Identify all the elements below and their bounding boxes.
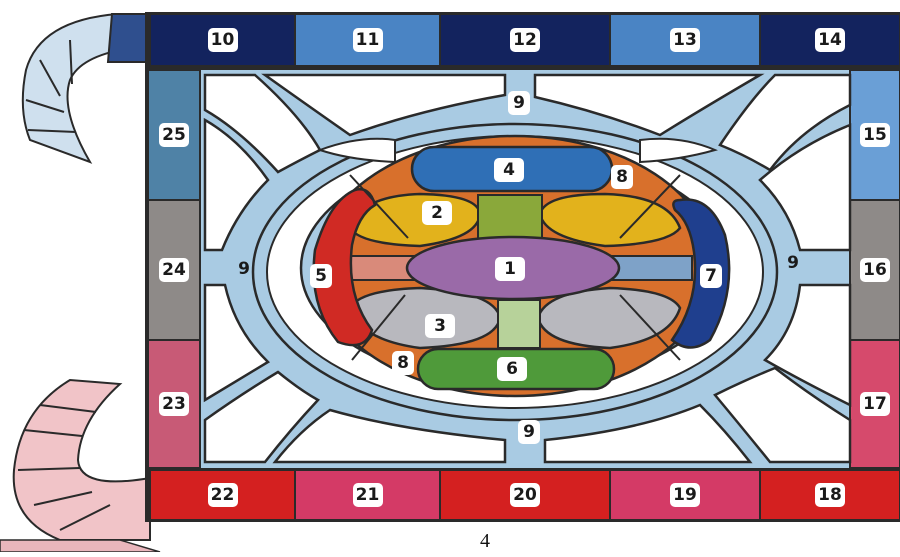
border-cell-label-25: 25 — [159, 123, 189, 147]
border-cell-label-18: 18 — [815, 483, 845, 507]
region-1-label: 1 — [495, 257, 525, 281]
border-cell-label-12: 12 — [510, 28, 540, 52]
region-9-label-top: 9 — [508, 91, 530, 115]
border-cell-label-15: 15 — [860, 123, 890, 147]
bottom-scroll-curl — [0, 380, 160, 552]
page-number: 4 — [480, 530, 490, 553]
border-cell-label-24: 24 — [159, 258, 189, 282]
border-cell-label-11: 11 — [353, 28, 383, 52]
region-9-label-left: 9 — [233, 257, 255, 281]
region-9-label-bottom: 9 — [518, 420, 540, 444]
border-cell-label-21: 21 — [353, 483, 383, 507]
region-7-label: 7 — [700, 264, 722, 288]
border-cell-label-20: 20 — [510, 483, 540, 507]
border-cell-label-19: 19 — [670, 483, 700, 507]
region-6-label: 6 — [497, 357, 527, 381]
top-scroll-curl — [23, 14, 148, 162]
border-cell-label-16: 16 — [860, 258, 890, 282]
region-8-label-bottom: 8 — [392, 351, 414, 375]
region-2-label: 2 — [422, 201, 452, 225]
border-cell-label-23: 23 — [159, 392, 189, 416]
border-cell-label-14: 14 — [815, 28, 845, 52]
border-cell-label-10: 10 — [208, 28, 238, 52]
region-5-label: 5 — [310, 264, 332, 288]
region-4-label: 4 — [494, 158, 524, 182]
region-8-label-top: 8 — [611, 165, 633, 189]
border-cell-label-13: 13 — [670, 28, 700, 52]
border-cell-label-22: 22 — [208, 483, 238, 507]
region-3-label: 3 — [425, 314, 455, 338]
region-9-label-right: 9 — [782, 251, 804, 275]
border-cell-label-17: 17 — [860, 392, 890, 416]
